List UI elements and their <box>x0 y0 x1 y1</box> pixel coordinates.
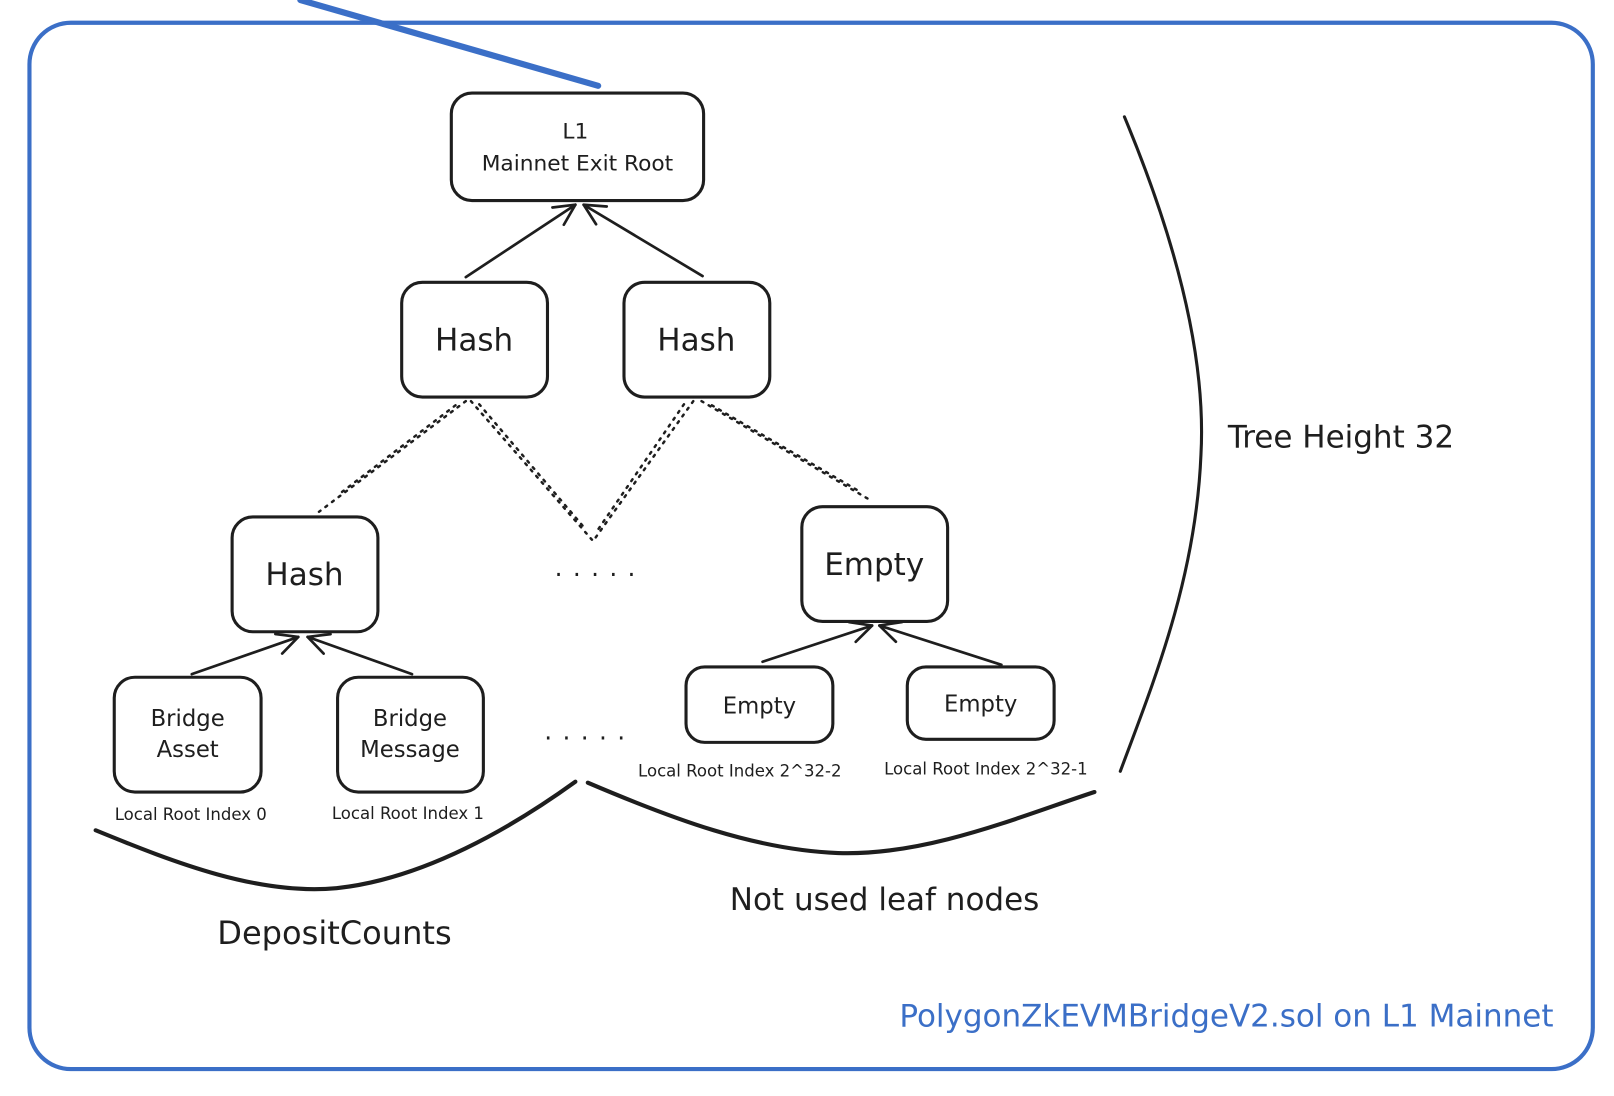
leaf-node-empty-2-label: Empty <box>944 691 1017 717</box>
edge-empty-2-to-empty-parent <box>878 620 1003 667</box>
unused-leaves-brace <box>585 780 1097 856</box>
leaf-node-empty-2: Empty <box>905 665 1056 741</box>
deposit-counts-label: DepositCounts <box>217 914 451 952</box>
hash-node-leaf-parent-label: Hash <box>265 557 343 593</box>
hash-node-left-label: Hash <box>435 323 513 359</box>
empty-node-parent-box <box>800 505 950 623</box>
tree-height-label: Tree Height 32 <box>1227 420 1454 456</box>
edge-hash-right-to-root <box>582 203 704 278</box>
dotted-edge <box>340 404 457 494</box>
dotted-intermediate-edges <box>317 399 871 541</box>
hash-node-right-box <box>622 280 772 399</box>
edge-bridge-asset-to-hash <box>190 632 300 676</box>
leaf-node-bridge-asset: Bridge Asset <box>112 675 263 794</box>
dotted-edge <box>700 399 871 501</box>
dotted-edge <box>596 403 686 531</box>
deposit-counts-brace <box>93 779 578 892</box>
tree-height-brace <box>1118 115 1204 773</box>
leaf-index-label: Local Root Index 1 <box>332 804 484 823</box>
hash-node-leaf-parent: Hash <box>230 515 380 634</box>
leaf-node-bridge-asset-box <box>112 675 263 794</box>
edge-bridge-message-to-hash <box>306 632 414 676</box>
dotted-edge <box>469 399 594 541</box>
root-node-box <box>449 91 706 203</box>
leaf-node-bridge-message-line-1: Bridge <box>373 706 447 732</box>
leaf-node-empty-1: Empty <box>684 665 835 744</box>
leaf-node-bridge-asset-line-1: Bridge <box>151 706 225 732</box>
hash-node-left: Hash <box>400 280 550 399</box>
root-node-line-2: Mainnet Exit Root <box>482 152 674 177</box>
hash-node-leaf-parent-box <box>230 515 380 634</box>
ellipsis-upper: ..... <box>555 553 646 582</box>
ellipsis-lower: ..... <box>544 716 635 745</box>
root-node: L1 Mainnet Exit Root <box>449 91 706 203</box>
leaf-index-label: Local Root Index 2^32-1 <box>884 759 1087 778</box>
leaf-node-empty-2-box <box>905 665 1056 741</box>
edge-empty-1-to-empty-parent <box>761 620 874 664</box>
leaf-node-bridge-message-box <box>336 675 485 794</box>
diagram-frame <box>27 20 1595 1072</box>
unused-leaves-label: Not used leaf nodes <box>730 882 1040 918</box>
leaf-node-bridge-message-line-2: Message <box>360 737 460 763</box>
hash-node-right-label: Hash <box>657 323 735 359</box>
leaf-node-bridge-message: Bridge Message <box>336 675 485 794</box>
leaf-index-label: Local Root Index 2^32-2 <box>638 762 841 781</box>
dotted-edge <box>477 403 587 531</box>
dotted-edge <box>317 399 468 514</box>
edge-hash-left-to-root <box>464 203 577 279</box>
empty-node-parent: Empty <box>800 505 950 623</box>
leaf-node-empty-1-label: Empty <box>723 693 796 719</box>
dotted-edge <box>592 399 695 541</box>
leaf-index-label: Local Root Index 0 <box>115 805 267 824</box>
empty-node-parent-label: Empty <box>824 547 924 583</box>
dotted-edge <box>710 404 863 494</box>
hash-node-left-box <box>400 280 550 399</box>
root-node-line-1: L1 <box>562 120 588 145</box>
leaf-node-empty-1-box <box>684 665 835 744</box>
leaf-node-bridge-asset-line-2: Asset <box>157 737 219 763</box>
incoming-connector-line <box>297 0 602 89</box>
hash-node-right: Hash <box>622 280 772 399</box>
contract-label: PolygonZkEVMBridgeV2.sol on L1 Mainnet <box>899 999 1553 1035</box>
